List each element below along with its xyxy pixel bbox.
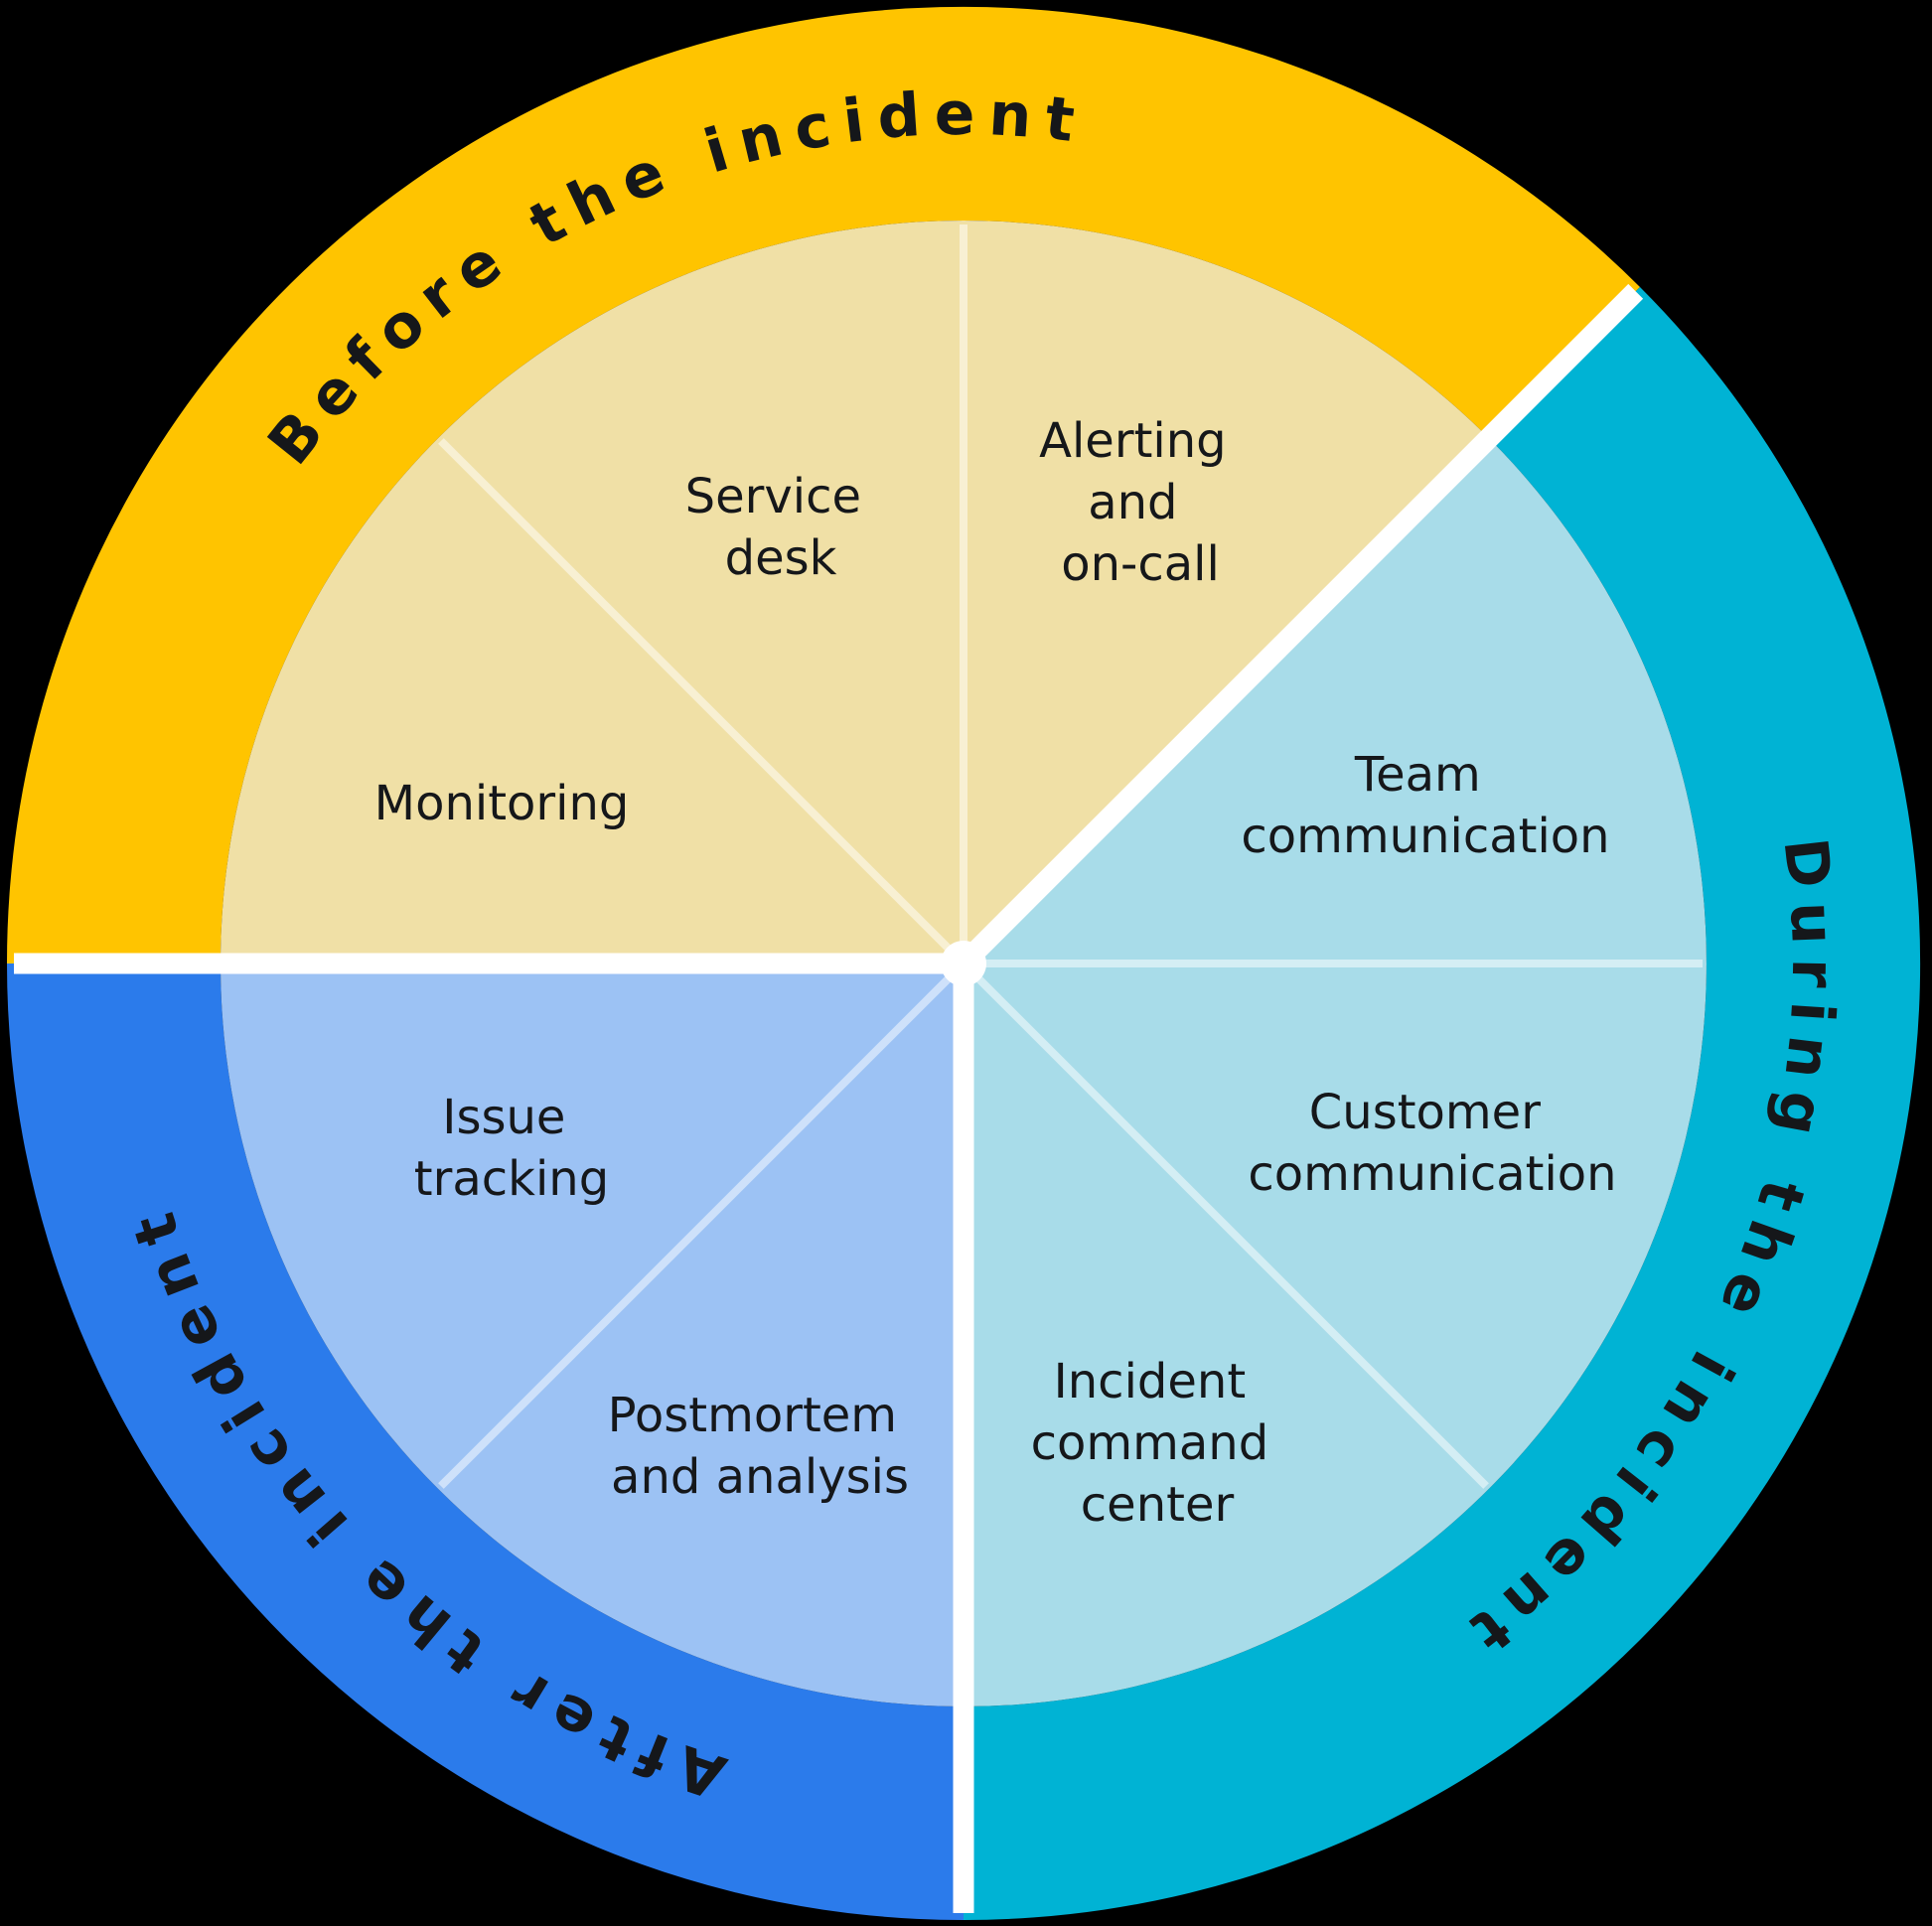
incident-command-line-3: center [1081, 1477, 1235, 1533]
divider-monitoring-servicedesk [438, 438, 966, 966]
before-ring-section [6, 6, 1640, 964]
during-inner-section [964, 438, 1707, 1707]
wedge-label-monitoring: Monitoring [374, 776, 630, 831]
monitoring-line-1: Monitoring [374, 776, 630, 831]
center-dot [941, 941, 986, 986]
team-comm-line-2: communication [1241, 809, 1609, 864]
before-inner-section [221, 221, 1489, 964]
incident-command-line-2: command [1031, 1415, 1269, 1471]
divider-postmortem-issuetracking [438, 961, 966, 1489]
during-ring-section [964, 287, 1921, 1920]
divider-customer-incidentcommand [961, 961, 1489, 1489]
wedge-label-issue-tracking: Issue tracking [414, 1090, 609, 1207]
alerting-line-3: on-call [1061, 536, 1220, 592]
postmortem-line-1: Postmortem [608, 1388, 897, 1443]
service-desk-line-1: Service [685, 469, 861, 524]
alerting-line-2: and [1088, 475, 1177, 530]
issue-tracking-line-2: tracking [414, 1151, 609, 1207]
section-dividers [14, 283, 1644, 1913]
wedge-label-service-desk: Service desk [685, 469, 877, 586]
service-desk-line-2: desk [725, 530, 837, 586]
divider-before-during [956, 283, 1644, 971]
wedge-label-customer-communication: Customer communication [1248, 1085, 1616, 1202]
issue-tracking-line-1: Issue [442, 1090, 565, 1145]
wedge-label-team-communication: Team communication [1241, 747, 1609, 864]
wedge-label-postmortem-analysis: Postmortem and analysis [608, 1388, 913, 1505]
customer-comm-line-2: communication [1248, 1146, 1616, 1202]
wedge-label-alerting-on-call: Alerting and on-call [1039, 413, 1242, 592]
incident-command-line-1: Incident [1054, 1354, 1247, 1409]
after-ring-section [7, 963, 964, 1920]
team-comm-line-1: Team [1354, 747, 1481, 803]
postmortem-line-2: and analysis [611, 1449, 909, 1505]
wedge-label-incident-command-center: Incident command center [1031, 1354, 1284, 1533]
wedge-dividers [438, 224, 1703, 1489]
customer-comm-line-1: Customer [1309, 1085, 1541, 1140]
alerting-line-1: Alerting [1039, 413, 1226, 469]
